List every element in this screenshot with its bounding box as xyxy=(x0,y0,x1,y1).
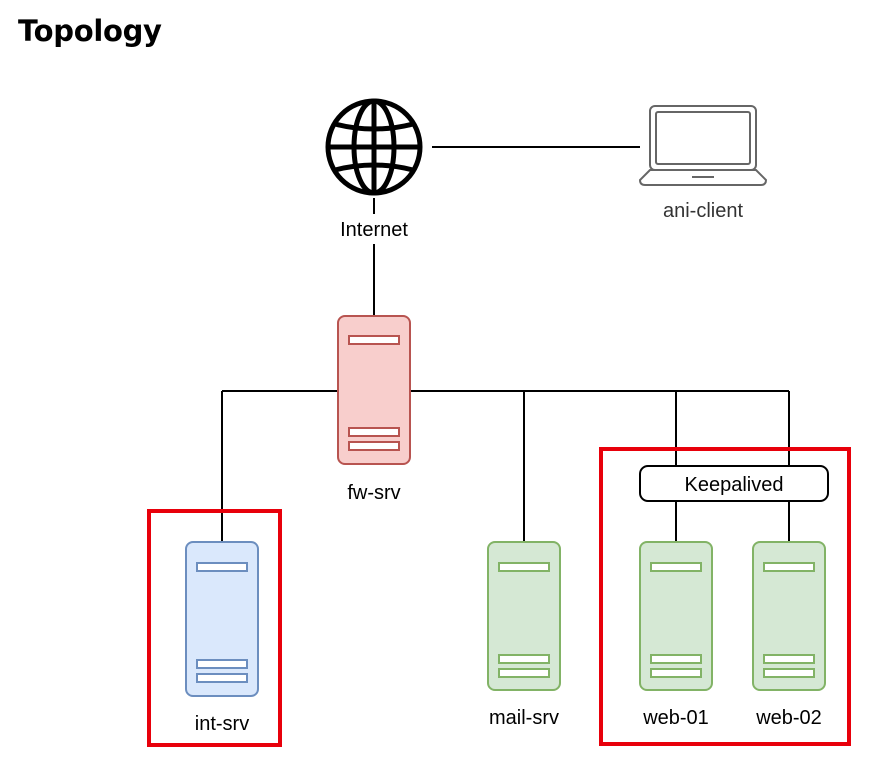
keepalived-label: Keepalived xyxy=(685,474,784,496)
globe-icon xyxy=(325,98,423,196)
web1-server-icon xyxy=(639,541,713,691)
web1-label: web-01 xyxy=(642,707,709,729)
int-server-icon xyxy=(185,541,259,697)
web2-server-icon xyxy=(752,541,826,691)
connections xyxy=(221,146,790,542)
firewall-server-icon xyxy=(337,315,411,465)
keepalived-box xyxy=(639,465,829,502)
firewall-label: fw-srv xyxy=(347,482,400,504)
int-highlight-box xyxy=(147,509,282,747)
web-highlight-box xyxy=(599,447,851,746)
page-title: Topology xyxy=(18,14,162,48)
internet-label: Internet xyxy=(340,219,408,241)
client-label: ani-client xyxy=(663,200,743,222)
laptop-icon xyxy=(638,105,768,186)
mail-server-icon xyxy=(487,541,561,691)
web2-label: web-02 xyxy=(755,707,822,729)
int-label: int-srv xyxy=(195,713,249,735)
mail-label: mail-srv xyxy=(489,707,559,729)
